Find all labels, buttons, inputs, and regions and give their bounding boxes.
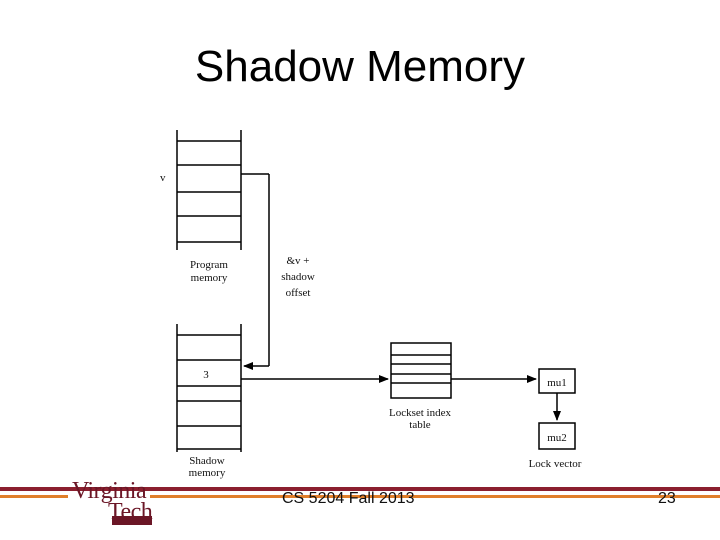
lock-vector-label: Lock vector bbox=[529, 458, 582, 470]
program-memory-column bbox=[176, 130, 242, 250]
page-number: 23 bbox=[658, 490, 676, 507]
program-memory-label-line1: Program bbox=[190, 259, 228, 271]
shadow-memory-label-line2: memory bbox=[189, 467, 226, 479]
lockset-table-label-line2: table bbox=[409, 419, 430, 431]
shadow-value: 3 bbox=[203, 369, 209, 381]
logo-text-virginia: Virginia bbox=[72, 478, 147, 504]
shadow-memory-diagram: v Program memory &v + shadow offset 3 Sh… bbox=[160, 130, 582, 479]
lock-mu2-label: mu2 bbox=[547, 432, 567, 444]
footer-orange-bar-right bbox=[150, 495, 720, 498]
footer-maroon-bar bbox=[0, 487, 720, 491]
offset-arrow bbox=[241, 173, 270, 370]
program-memory-label-line2: memory bbox=[191, 272, 228, 284]
lock-mu2-box bbox=[538, 422, 576, 450]
shadow-memory-column bbox=[176, 324, 242, 452]
variable-v-label: v bbox=[160, 172, 166, 184]
slide-title: Shadow Memory bbox=[194, 42, 526, 91]
virginia-tech-logo: Virginia Tech bbox=[68, 478, 198, 528]
footer-orange-bar-left bbox=[0, 495, 68, 498]
shadow-memory-label-line1: Shadow bbox=[189, 455, 225, 467]
offset-label-line1: &v + bbox=[286, 255, 309, 267]
offset-label-line3: offset bbox=[286, 287, 311, 299]
lock-mu1-label: mu1 bbox=[547, 377, 567, 389]
offset-label-line2: shadow bbox=[281, 271, 315, 283]
logo-year-band bbox=[112, 516, 152, 525]
lockset-table-label-line1: Lockset index bbox=[389, 407, 452, 419]
course-footer: CS 5204 Fall 2013 bbox=[282, 490, 415, 507]
lockset-index-table bbox=[390, 342, 452, 399]
